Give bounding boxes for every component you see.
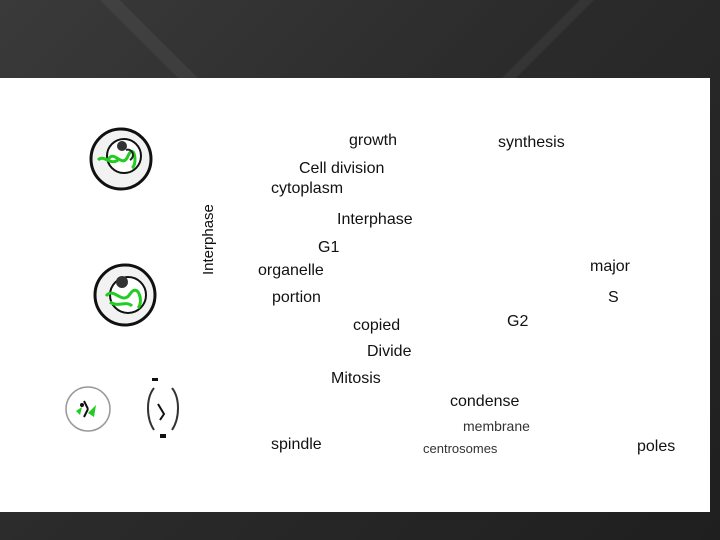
word-portion: portion xyxy=(272,289,321,306)
word-centrosomes: centrosomes xyxy=(423,441,498,456)
interphase-cell-icon xyxy=(93,263,157,327)
word-synthesis: synthesis xyxy=(498,134,565,151)
word-cytoplasm: cytoplasm xyxy=(271,180,344,197)
word-s: S xyxy=(608,289,619,306)
interphase-side-label: Interphase xyxy=(200,204,217,275)
word-membrane: membrane xyxy=(463,418,530,434)
interphase-cell-icon xyxy=(89,127,153,191)
word-g1: G1 xyxy=(318,239,340,256)
word-copied: copied xyxy=(353,317,401,334)
word-major: major xyxy=(590,258,631,275)
word-organelle: organelle xyxy=(258,262,324,279)
word-condense: condense xyxy=(450,393,520,410)
word-g2: G2 xyxy=(507,313,529,330)
word-interphase: Interphase xyxy=(337,211,413,228)
word-divide: Divide xyxy=(367,343,412,360)
word-cell-division: Cell division xyxy=(299,160,385,177)
word-spindle: spindle xyxy=(271,436,322,453)
word-growth: growth xyxy=(349,132,398,149)
word-mitosis: Mitosis xyxy=(331,370,381,387)
dividing-chromosomes-icon xyxy=(147,378,179,438)
mitosis-cell-icon xyxy=(65,386,111,432)
slide-canvas: Interphase growth synthesis Cell divisio… xyxy=(0,78,710,512)
word-poles: poles xyxy=(637,438,676,455)
